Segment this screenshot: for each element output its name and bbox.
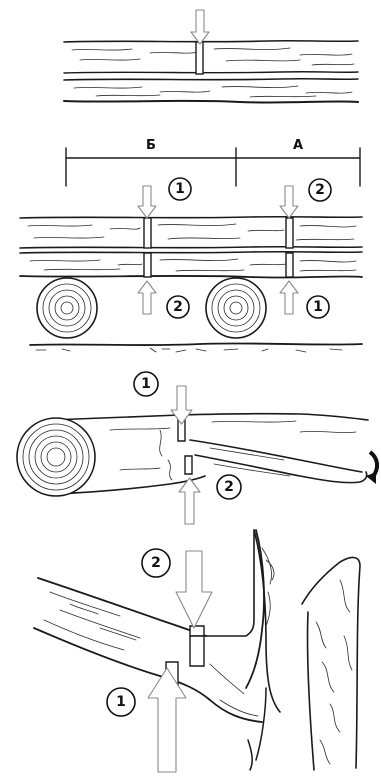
panel-3-overhanging-log: 1 2 <box>17 372 377 524</box>
cut-order-badge: 1 <box>134 372 158 396</box>
down-arrow-icon <box>138 186 156 218</box>
up-arrow-icon <box>280 281 298 314</box>
down-arrow-icon <box>176 551 212 628</box>
svg-text:2: 2 <box>173 299 183 315</box>
svg-text:1: 1 <box>175 181 185 197</box>
down-arrow-icon <box>280 186 298 218</box>
tree-trunk-right <box>302 557 360 770</box>
cut-order-badge: 2 <box>167 296 189 318</box>
cut-order-badge: 2 <box>142 549 170 577</box>
log-2-lower-half <box>20 252 362 278</box>
cut-order-badge: 1 <box>169 178 191 200</box>
section-b-label: Б <box>146 138 156 153</box>
tree-trunk <box>206 530 280 770</box>
down-arrow-icon <box>191 10 209 44</box>
cut-order-badge: 1 <box>307 296 329 318</box>
cut-slot-1 <box>196 42 203 74</box>
support-log-left <box>37 278 97 338</box>
dimension-line: Б А <box>66 138 360 186</box>
down-arrow-icon <box>171 386 192 424</box>
svg-text:2: 2 <box>315 182 325 198</box>
log-3-end-rings <box>17 418 95 496</box>
log-1-top-surface <box>64 41 358 73</box>
curved-arrow-icon <box>366 452 377 484</box>
log-3-body <box>50 414 368 494</box>
cut-order-badge: 1 <box>107 688 135 716</box>
cut-order-badge: 2 <box>309 179 331 201</box>
svg-text:1: 1 <box>313 299 323 315</box>
leaning-log-body <box>34 578 262 722</box>
up-arrow-icon <box>179 478 200 524</box>
svg-text:2: 2 <box>224 479 234 495</box>
cut-slot-3 <box>178 415 192 474</box>
support-log-right <box>206 278 266 338</box>
panel-1-single-cut <box>64 10 358 103</box>
svg-text:1: 1 <box>141 376 151 392</box>
log-2-upper-half <box>20 217 362 248</box>
cut-slot-2-left <box>144 218 151 277</box>
svg-text:2: 2 <box>151 555 161 571</box>
section-a-label: А <box>293 138 303 153</box>
panel-2-supported-log: Б А <box>20 138 362 352</box>
cut-slot-2-right <box>286 218 293 277</box>
ground-line <box>30 343 362 352</box>
up-arrow-icon <box>138 281 156 314</box>
cut-order-badge: 2 <box>217 475 241 499</box>
panel-4-leaning-log: 2 1 <box>34 530 360 772</box>
svg-text:1: 1 <box>116 694 126 710</box>
log-1-bottom-surface <box>64 79 358 103</box>
